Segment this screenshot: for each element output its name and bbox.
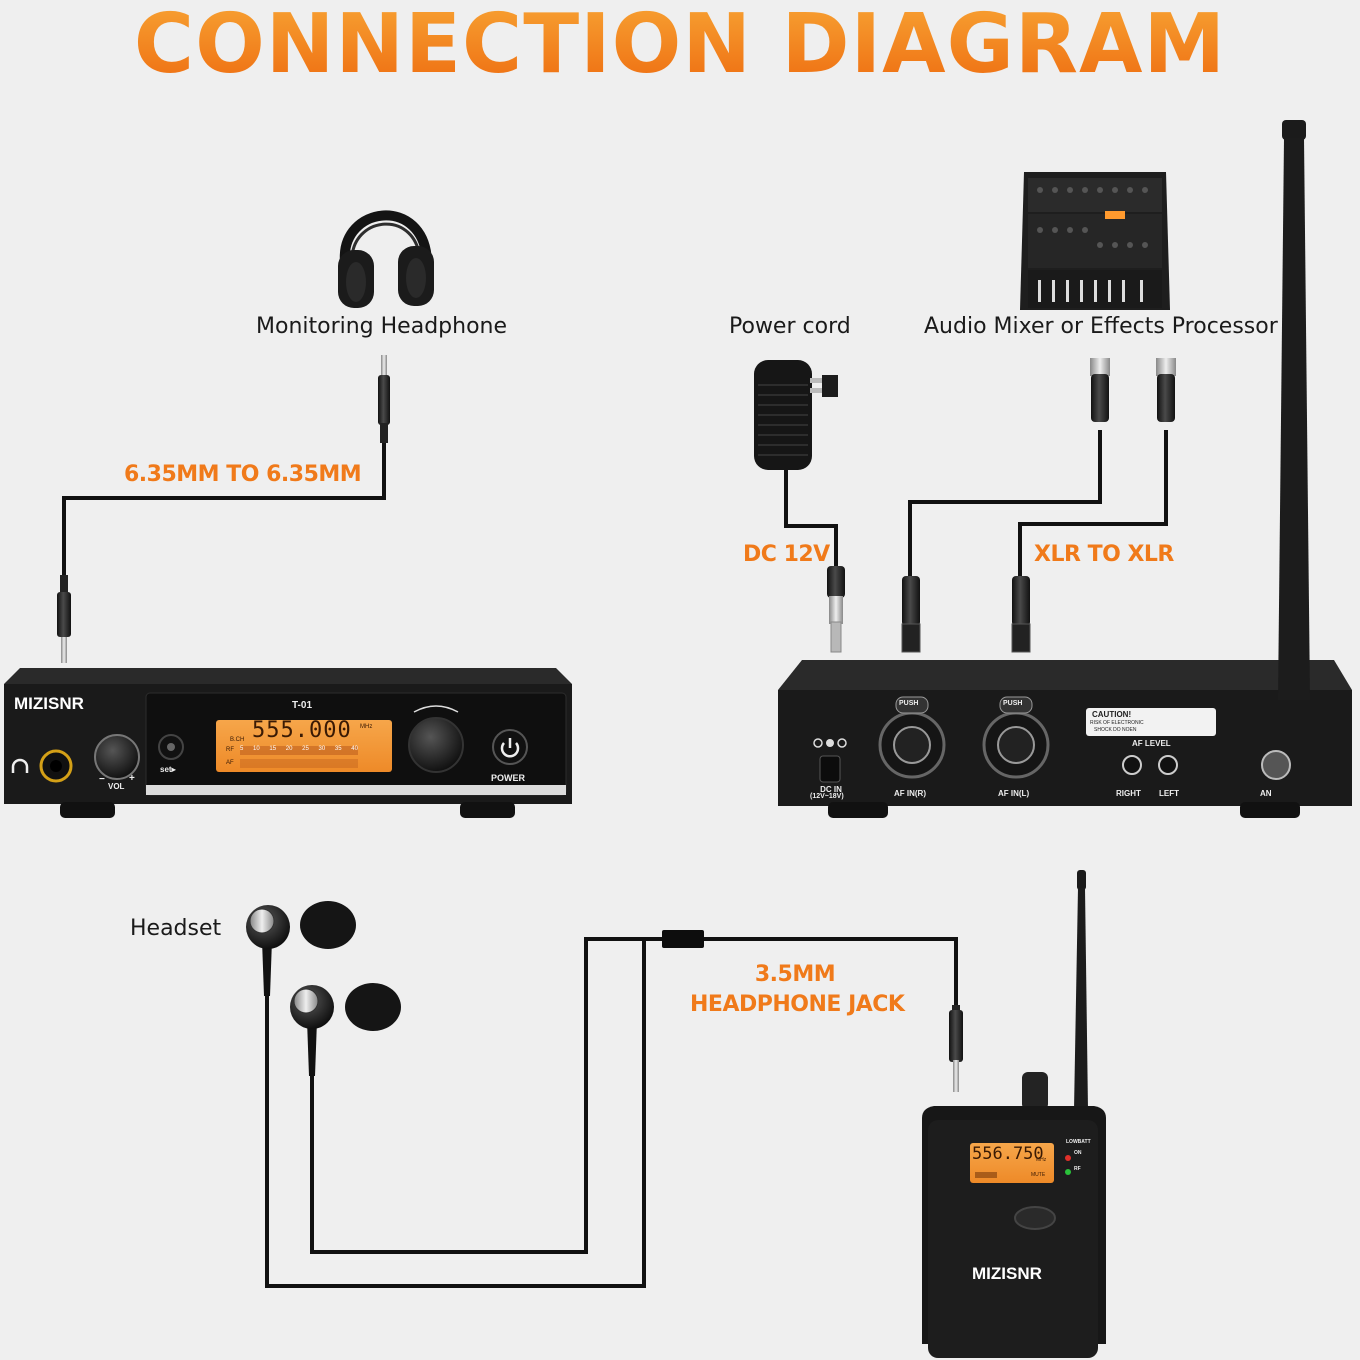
front-vol-minus: − [99, 774, 105, 785]
cable-dc [784, 470, 845, 653]
transmitter-front [4, 668, 572, 818]
label-audio-mixer: Audio Mixer or Effects Processor [924, 314, 1278, 339]
cable-headphone-jack [265, 930, 963, 1288]
receiver-lowbatt: LOWBATT [1066, 1139, 1091, 1145]
label-headset: Headset [130, 916, 222, 941]
front-rf-scale-tick: 20 [285, 746, 293, 752]
back-right: RIGHT [1116, 789, 1141, 798]
back-dc-range: (12V~18V) [810, 793, 844, 800]
front-set-label: set▸ [160, 765, 176, 774]
front-rf-scale-tick: 10 [253, 746, 260, 752]
receiver-on: ON [1074, 1150, 1082, 1156]
cable-6-35mm [57, 355, 390, 663]
audio-mixer-icon [1020, 172, 1170, 310]
back-caution-line1: RISK OF ELECTRONIC [1090, 720, 1144, 726]
front-rf-scale: 5 10 15 20 25 30 35 40 [240, 746, 358, 752]
front-rf-scale-tick: 30 [318, 746, 326, 752]
label-cable-xlr: XLR TO XLR [1034, 542, 1174, 567]
front-vol-plus: + [129, 773, 135, 784]
back-caution-title: CAUTION! [1092, 710, 1132, 719]
cable-xlr [901, 358, 1176, 653]
back-left: LEFT [1159, 789, 1179, 798]
front-rf-scale-tick: 35 [334, 746, 342, 752]
label-cable-6-35mm: 6.35MM TO 6.35MM [124, 462, 362, 487]
back-ant: AN [1260, 789, 1272, 798]
back-dc-in: DC IN [816, 786, 846, 794]
back-dc-in-label: DC IN [820, 785, 842, 794]
front-brand: MIZISNR [14, 694, 84, 713]
front-display-unit: MHz [360, 724, 373, 730]
back-push-r: PUSH [899, 700, 919, 707]
front-display-value: 555.000 [252, 718, 352, 743]
back-push-l: PUSH [1003, 700, 1023, 707]
receiver-display-value: 556.750 [972, 1144, 1044, 1164]
headphone-icon [338, 210, 434, 308]
receiver-mute: MUTE [1031, 1172, 1046, 1178]
front-af: AF [226, 760, 234, 766]
receiver-rf: RF [1074, 1166, 1081, 1172]
receiver-brand: MIZISNR [972, 1264, 1042, 1283]
front-power-label: POWER [491, 773, 526, 783]
receiver-display-unit: MHz [1036, 1157, 1047, 1163]
back-af-level: AF LEVEL [1132, 739, 1171, 748]
front-set-text: set [160, 765, 172, 774]
back-af-in-l: AF IN(L) [998, 789, 1030, 798]
label-monitoring-headphone: Monitoring Headphone [256, 314, 508, 339]
front-rf: RF [226, 747, 234, 753]
label-power-cord: Power cord [729, 314, 851, 339]
power-adapter-icon [754, 360, 838, 470]
label-jack-line1: 3.5MM [754, 962, 836, 987]
label-cable-dc: DC 12V [743, 542, 830, 567]
diagram-title: CONNECTION DIAGRAM [0, 0, 1360, 90]
transmitter-back [778, 120, 1352, 818]
back-caution-line2: SHOCK DO NOEN [1094, 727, 1137, 733]
front-vol-label: VOL [108, 782, 125, 791]
front-rf-scale-tick: 40 [351, 746, 358, 752]
back-af-in-r: AF IN(R) [894, 789, 926, 798]
front-rf-scale-tick: 15 [269, 746, 277, 752]
front-bch: B.CH [230, 737, 245, 743]
earphones-icon [246, 901, 401, 1076]
front-rf-scale-tick: 5 [240, 746, 244, 752]
bodypack-receiver [922, 870, 1106, 1358]
front-rf-scale-tick: 25 [302, 746, 309, 752]
label-jack-line2: HEADPHONE JACK [690, 992, 905, 1017]
front-model: T-01 [292, 700, 313, 711]
